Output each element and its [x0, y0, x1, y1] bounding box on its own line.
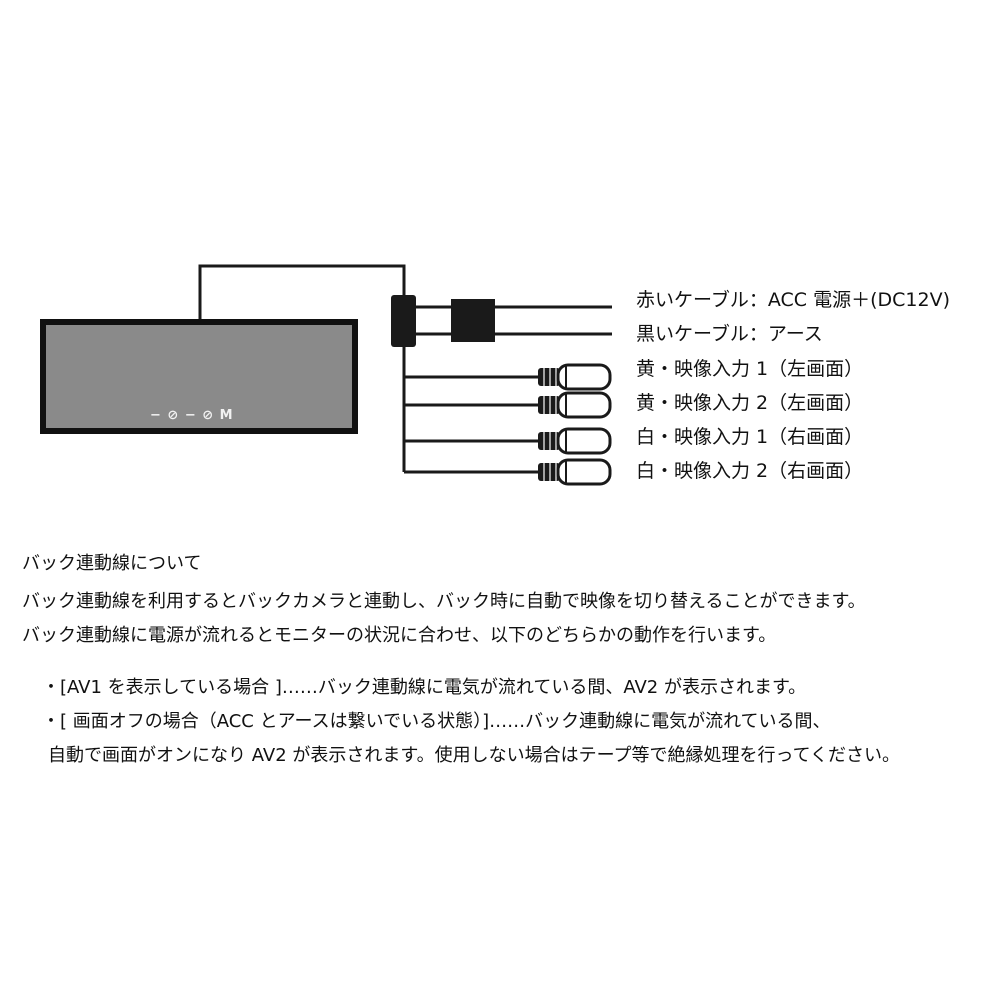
main-cable	[198, 264, 406, 319]
white-video-2-label: 白・映像入力 2（右画面）	[636, 460, 864, 482]
description-line-2: バック連動線に電源が流れるとモニターの状況に合わせ、以下のどちらかの動作を行いま…	[22, 625, 777, 646]
monitor-button-labels: − ⊘ − ⊘ M	[150, 408, 234, 423]
black-cable-label: 黒いケーブル：アース	[636, 323, 823, 345]
monitor	[40, 319, 358, 434]
rca-connector-icon	[538, 458, 612, 486]
white-video-1-label: 白・映像入力 1（右画面）	[636, 426, 864, 448]
yellow-video-1-label: 黄・映像入力 1（左画面）	[636, 358, 864, 380]
fuse-box	[451, 299, 495, 342]
wiring-diagram	[40, 264, 612, 486]
bullet-item-2: ・[ 画面オフの場合（ACC とアースは繋いでいる状態）]……バック連動線に電気…	[42, 711, 831, 732]
junction-block	[391, 295, 416, 347]
bullet-item-1: ・[AV1 を表示している場合 ]……バック連動線に電気が流れている間、AV2 …	[42, 677, 807, 698]
section-heading: バック連動線について	[22, 553, 202, 574]
monitor-screen	[46, 325, 352, 428]
rca-connector-icon	[538, 427, 612, 455]
bullet-item-2-continued: 自動で画面がオンになり AV2 が表示されます。使用しない場合はテープ等で絶縁処…	[48, 745, 901, 766]
rca-connector-icon	[538, 391, 612, 419]
yellow-video-2-label: 黄・映像入力 2（左画面）	[636, 392, 864, 414]
red-cable-label: 赤いケーブル：ACC 電源＋(DC12V)	[636, 289, 950, 311]
rca-connector-icon	[538, 363, 612, 391]
description-line-1: バック連動線を利用するとバックカメラと連動し、バック時に自動で映像を切り替えるこ…	[22, 591, 866, 612]
